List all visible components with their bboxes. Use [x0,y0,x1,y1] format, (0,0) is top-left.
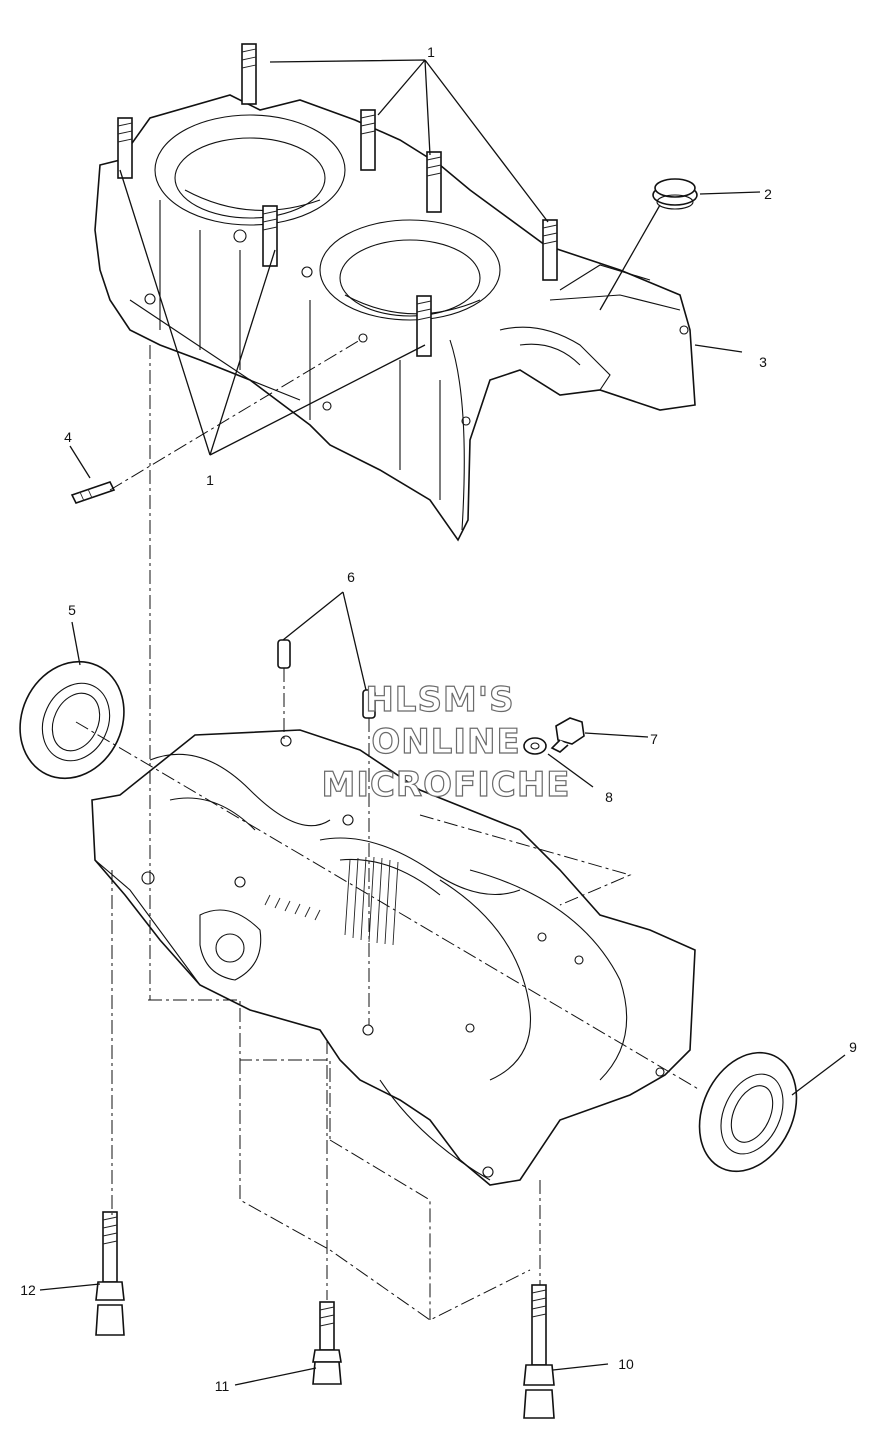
leader-lines-lower [39,591,846,1386]
callout-6: 6 [347,569,355,585]
callout-10: 10 [618,1356,634,1372]
oil-seal-part-9 [698,1051,798,1173]
callout-1-lower: 1 [206,472,214,488]
plug-part-2 [652,178,698,210]
oil-seal-part-5 [19,660,125,780]
watermark: HLSM'S ONLINE MICROFICHE [321,679,570,805]
callout-2: 2 [764,186,772,202]
callout-12: 12 [20,1282,36,1298]
upper-crankcase [94,94,696,542]
watermark-line-2: ONLINE [371,722,520,762]
washer-part-8 [523,737,547,755]
callout-5: 5 [68,602,76,618]
callout-8: 8 [605,789,613,805]
callout-9: 9 [849,1039,857,1055]
leader-lines-upper [69,59,761,479]
lower-crankcase [91,729,696,1186]
dowel-pins-part-6 [277,639,376,719]
drain-screw-part-7 [550,717,585,753]
dowel-part-4 [70,481,116,504]
callout-1: 1 [427,44,435,60]
callout-3: 3 [759,354,767,370]
center-lines [75,339,701,1321]
callout-labels: 1 1 2 3 4 5 6 7 8 9 10 11 12 [20,44,857,1394]
studs [117,43,558,357]
callout-11: 11 [215,1378,230,1394]
bolt-part-12 [95,1211,125,1336]
watermark-line-1: HLSM'S [365,680,514,720]
bolt-part-10 [523,1284,555,1419]
callout-4: 4 [64,429,72,445]
bolt-part-11 [312,1301,342,1385]
watermark-line-3: MICROFICHE [321,765,570,805]
callout-7: 7 [650,731,658,747]
